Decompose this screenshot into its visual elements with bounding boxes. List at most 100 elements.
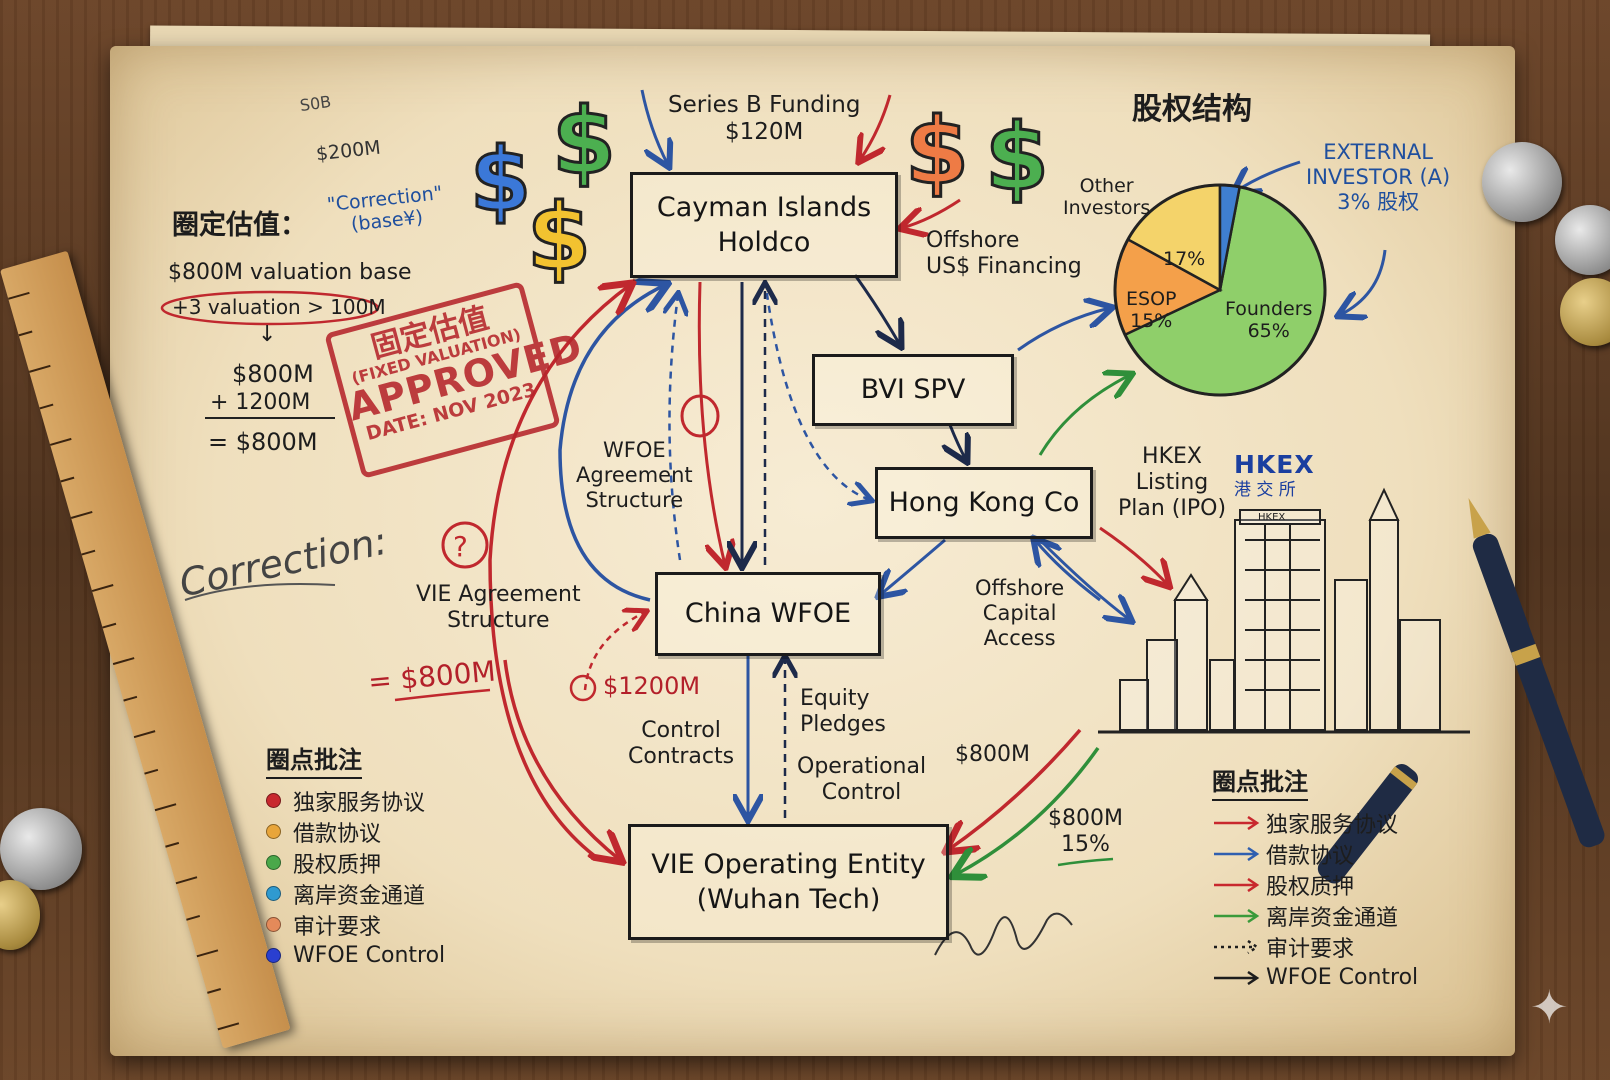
arrow-icon [1214,846,1260,861]
legend-right: 圈点批注 独家服务协议借款协议股权质押离岸资金通道审计要求 WFOE Contro… [1212,762,1418,993]
dollar-icon: $ [983,103,1050,213]
sparkle-icon: ✦ [1530,980,1569,1034]
arrow-icon [1214,908,1260,923]
legend-left-item: 审计要求 [266,909,445,940]
arrow-series-b-red [860,94,892,160]
sum-line-c: = $800M [208,428,318,456]
legend-right-title: 圈点批注 [1212,762,1308,801]
wooden-ruler [0,250,291,1049]
legend-dot-icon [266,855,281,870]
legend-left-label: 独家服务协议 [293,790,426,816]
legend-left-label: 审计要求 [293,914,382,940]
legend-dot-icon [266,917,281,932]
arrow-hk-wfoe [880,538,946,595]
label-offshore-financing: Offshore US$ Financing [926,228,1082,279]
valuation-adjustment: +3 valuation > 100M [172,295,386,319]
legend-left-item: 离岸资金通道 [266,878,445,909]
hkex-logo-cn: 港 交 所 [1234,480,1296,500]
arrow-hk-hkex-red [1099,526,1168,585]
arrow-bvi-hk [950,424,966,460]
legend-left: 圈点批注 独家服务协议借款协议股权质押离岸资金通道审计要求 WFOE Contro… [266,740,445,971]
node-china-wfoe[interactable]: China WFOE [655,572,881,656]
legend-left-label: WFOE Control [293,943,446,968]
node-hong-kong-co[interactable]: Hong Kong Co [875,467,1093,539]
pie-other-investors-label: Other Investors [1063,175,1151,220]
equity-pie-chart [1113,183,1327,397]
legend-right-item: 独家服务协议 [1212,807,1418,838]
label-hkex-listing: HKEX Listing Plan (IPO) [1118,444,1227,521]
hong-kong-skyline [1098,487,1470,734]
silver-coin [0,808,82,890]
legend-right-label: 股权质押 [1266,874,1355,900]
hkex-logo: HKEX [1234,450,1315,479]
valuation-circle [160,290,380,326]
arrow-cayman-bvi [853,274,900,345]
legend-left-item: 股权质押 [266,847,445,878]
dollar-icon: $ [550,87,617,197]
arrow-skyline-vie-green [955,746,1100,875]
arrow-bvi-pie [1017,308,1110,352]
pie-title: 股权结构 [1132,92,1252,127]
small-red-circle [569,674,597,702]
arrow-wfoe-cayman-blue-dashed [669,295,680,561]
hkex-building-sign: HKEX [1258,512,1286,523]
legend-right-label: 独家服务协议 [1266,812,1399,838]
gold-coin [1560,278,1610,346]
arrow-1200-dashed [583,612,645,691]
legend-right-label: 借款协议 [1266,843,1355,869]
node-bvi-spv[interactable]: BVI SPV [812,354,1014,426]
signature-scribble [934,912,1073,956]
question-mark: ? [453,530,468,563]
legend-left-label: 离岸资金通道 [293,883,426,909]
pie-label-other: 17% [1163,248,1206,270]
arrow-series-b-blue [640,89,668,165]
arrow-cayman-wfoe-red [697,281,725,565]
pie-external-investor-label: EXTERNAL INVESTOR (A) 3% 股权 [1306,140,1451,214]
legend-left-label: 借款协议 [293,821,382,847]
arrow-vie-loop-red [488,285,630,862]
legend-right-item: 借款协议 [1212,838,1418,869]
label-operational-control: Operational Control [797,754,927,805]
valuation-base: $800M valuation base [168,260,412,285]
legend-dot-icon [266,886,281,901]
red-circle-mark [680,394,720,438]
legend-right-item: 审计要求 [1212,931,1418,962]
ruler-ticks [7,291,240,1031]
dollar-icon: $ [903,97,970,207]
label-equity-pledges: Equity Pledges [800,686,886,737]
label-vie-agreement: VIE Agreement Structure [416,582,581,633]
arrow-icon [1214,970,1260,985]
underline-800 [394,688,491,702]
legend-right-label: WFOE Control [1266,965,1419,990]
arrow-offshore-financing [902,198,961,228]
arrow-external-investor-down [1340,249,1387,315]
sum-line-b: + 1200M [210,390,311,415]
pie-label-founders: Founders 65% [1225,298,1313,343]
underline-800-15 [1057,857,1114,867]
pen-cap [1317,764,1419,884]
node-vie-entity[interactable]: VIE Operating Entity (Wuhan Tech) [628,824,949,940]
legend-left-title: 圈点批注 [266,740,362,779]
dollar-icon: $ [525,183,592,293]
legend-left-label: 股权质押 [293,852,382,878]
arrow-vie-agreement-red [503,659,620,860]
label-amount-800: $800M [955,742,1030,767]
legend-left-item: 独家服务协议 [266,785,445,816]
arrow-icon [1214,939,1260,954]
label-series-b: Series B Funding $120M [668,92,861,146]
node-cayman-holdco[interactable]: Cayman Islands Holdco [630,172,898,278]
amount-1200: $1200M [603,672,701,700]
legend-right-item: 股权质押 [1212,869,1418,900]
valuation-heading: 圈定估值： [172,210,307,241]
question-circle [441,521,489,569]
legend-right-item: 离岸资金通道 [1212,900,1418,931]
arrow-icon [1214,815,1260,830]
arrow-wfoe-to-cayman-blue [558,285,665,602]
legend-dot-icon [266,824,281,839]
pie-label-esop: ESOP 15% [1126,288,1177,333]
arrow-skyline-vie-red [948,728,1082,850]
legend-left-item: WFOE Control [266,940,445,971]
underline-scribble [184,583,336,601]
sum-line-a: $800M [232,360,314,388]
